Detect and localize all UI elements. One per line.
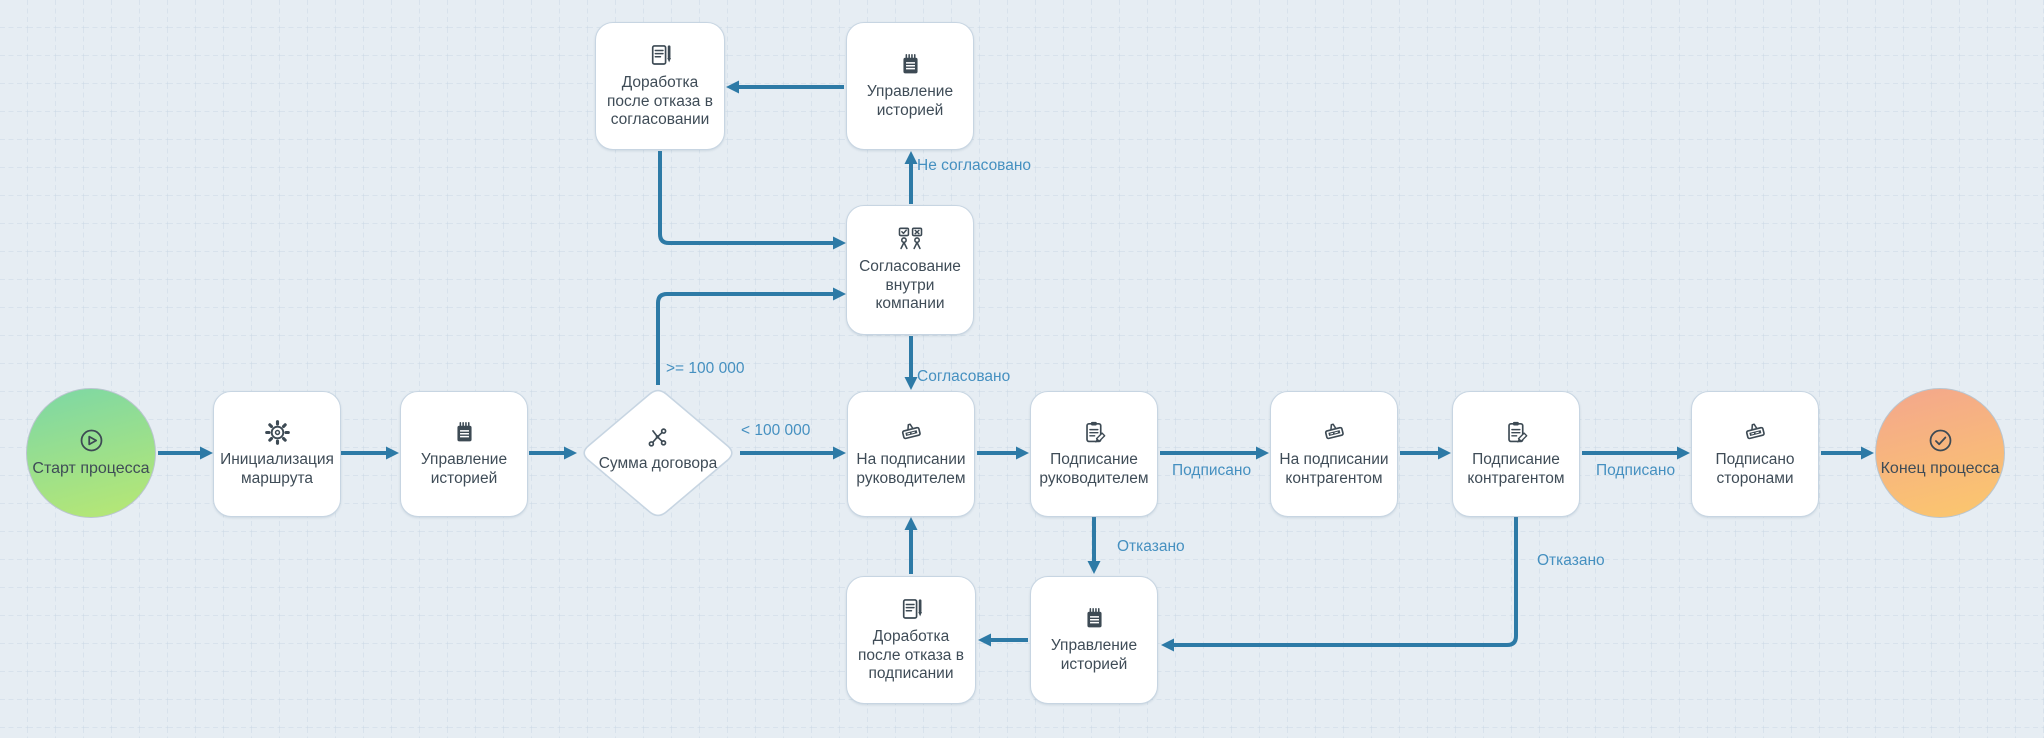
stamp-icon xyxy=(1321,419,1348,446)
node-label: Подписано сторонами xyxy=(1715,451,1795,487)
node-history-management-main[interactable]: Управление историей xyxy=(400,391,528,517)
node-counterparty-signing[interactable]: Подписание контрагентом xyxy=(1452,391,1580,517)
node-label: Доработка после отказа в подписании xyxy=(858,627,964,683)
edge-label-rejected-manager: Отказано xyxy=(1117,538,1185,555)
edge-label-signed-manager: Подписано xyxy=(1172,462,1252,479)
node-end-event[interactable]: Конец процесса xyxy=(1875,388,2005,518)
play-circle-icon xyxy=(78,427,105,454)
notepad-icon xyxy=(897,51,924,78)
clipboard-edit-icon xyxy=(1081,419,1108,446)
stamp-icon xyxy=(898,419,925,446)
clipboard-edit-icon xyxy=(1503,419,1530,446)
edge-label-gte-100k: >= 100 000 xyxy=(666,360,745,377)
edge-label-signed-counterparty: Подписано xyxy=(1596,462,1676,479)
node-rework-after-signing-refusal[interactable]: Доработка после отказа в подписании xyxy=(846,576,976,704)
notepad-icon xyxy=(451,419,478,446)
node-manager-signing[interactable]: Подписание руководителем xyxy=(1030,391,1158,517)
node-label: Управление историей xyxy=(420,451,508,487)
edge-label-approved: Согласовано xyxy=(917,368,1011,385)
node-route-initialization[interactable]: Инициализация маршрута xyxy=(213,391,341,517)
node-awaiting-counterparty-signature[interactable]: На подписании контрагентом xyxy=(1270,391,1398,517)
diamond-shape xyxy=(583,389,733,517)
node-history-management-bottom[interactable]: Управление историей xyxy=(1030,576,1158,704)
node-history-management-top[interactable]: Управление историей xyxy=(846,22,974,150)
node-rework-after-approval-refusal[interactable]: Доработка после отказа в согласовании xyxy=(595,22,725,150)
node-start-event[interactable]: Старт процесса xyxy=(26,388,156,518)
gear-icon xyxy=(264,419,291,446)
node-internal-approval[interactable]: Согласование внутри компании xyxy=(846,205,974,335)
node-label: Старт процесса xyxy=(32,460,150,477)
edge-gateway-to-internal-approval[interactable] xyxy=(656,292,835,385)
node-awaiting-manager-signature[interactable]: На подписании руководителем xyxy=(847,391,975,517)
node-label: На подписании контрагентом xyxy=(1279,451,1389,487)
node-label: Согласование внутри компании xyxy=(859,257,961,313)
node-label: На подписании руководителем xyxy=(856,451,966,487)
node-label: Сумма договора xyxy=(598,455,718,472)
gateway-contract-amount[interactable]: Сумма договора xyxy=(578,385,738,521)
edge-label-rejected-counterparty: Отказано xyxy=(1537,552,1605,569)
document-edit-icon xyxy=(647,42,674,69)
document-edit-icon xyxy=(898,596,925,623)
stamp-icon xyxy=(1742,419,1769,446)
node-label: Управление историей xyxy=(1050,637,1138,673)
node-label: Управление историей xyxy=(866,83,954,119)
check-circle-icon xyxy=(1927,427,1954,454)
edge-label-lt-100k: < 100 000 xyxy=(741,422,811,439)
node-label: Подписание контрагентом xyxy=(1467,451,1565,487)
edge-label-not-approved: Не согласовано xyxy=(917,157,1032,174)
approvers-check-cross-icon xyxy=(897,226,924,253)
edge-rework-to-internal-approval[interactable] xyxy=(658,151,835,245)
arrowheads xyxy=(200,80,1874,652)
edge-sign-counterparty-to-history-bottom[interactable] xyxy=(1172,517,1518,647)
node-label: Инициализация маршрута xyxy=(220,451,334,487)
split-branch-icon xyxy=(644,423,671,450)
node-label: Конец процесса xyxy=(1880,460,2000,477)
node-signed-by-parties[interactable]: Подписано сторонами xyxy=(1691,391,1819,517)
notepad-icon xyxy=(1081,605,1108,632)
node-label: Доработка после отказа в согласовании xyxy=(607,73,713,129)
node-label: Подписание руководителем xyxy=(1039,451,1149,487)
